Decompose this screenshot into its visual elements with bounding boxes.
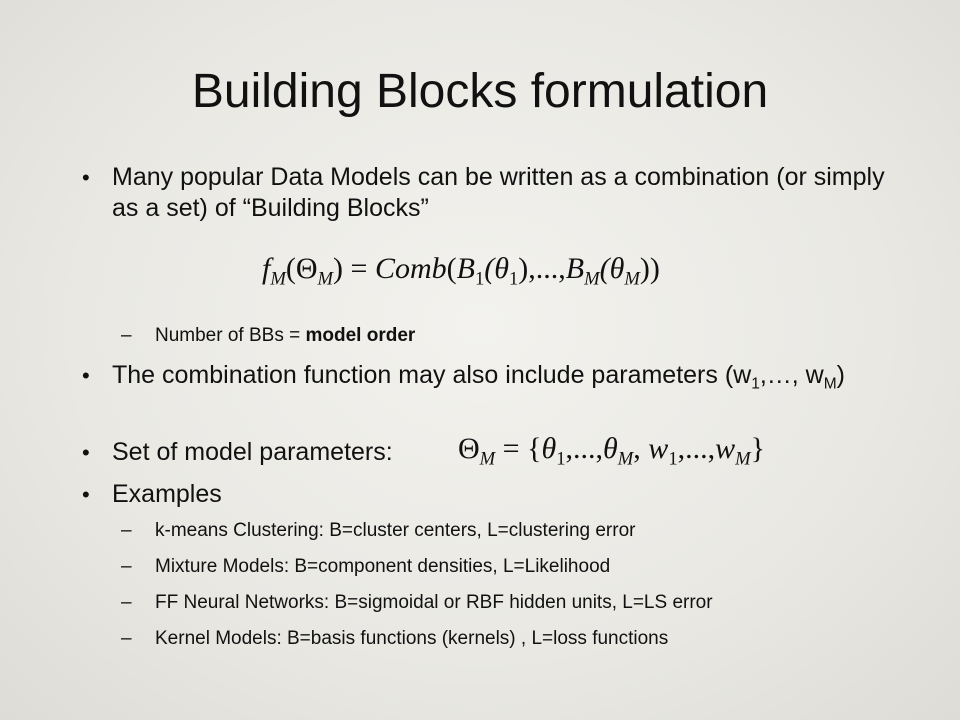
sub-model-order: – Number of BBs = model order — [121, 323, 915, 349]
example-item: –FF Neural Networks: B=sigmoidal or RBF … — [121, 592, 713, 613]
bullet-text: Many popular Data Models can be written … — [112, 163, 885, 222]
example-item: –k-means Clustering: B=cluster centers, … — [121, 520, 636, 541]
bullet-model-parameters: • Set of model parameters: — [82, 438, 393, 466]
example-item: –Mixture Models: B=component densities, … — [121, 556, 611, 577]
dash: – — [121, 325, 132, 346]
example-item: –Kernel Models: B=basis functions (kerne… — [121, 628, 669, 649]
bullet-combination-function: • The combination function may also incl… — [82, 361, 845, 393]
slide-title: Building Blocks formulation — [191, 65, 769, 118]
bullet-dot: • — [82, 165, 90, 190]
parameter-set-equation: ΘM = {θ1,...,θM, w1,...,wM} — [458, 432, 766, 470]
sub-bold: model order — [305, 325, 416, 346]
bullet-examples: • Examples — [82, 480, 222, 508]
bullet-building-blocks: • Many popular Data Models can be writte… — [82, 162, 902, 224]
bullet-dot: • — [82, 482, 90, 507]
bullet-dot: • — [82, 363, 90, 388]
bullet-dot: • — [82, 440, 90, 465]
sub-text: Number of BBs = — [155, 325, 306, 346]
comb-equation: fM(ΘM) = Comb(B1(θ1),...,BM(θM)) — [262, 252, 660, 290]
